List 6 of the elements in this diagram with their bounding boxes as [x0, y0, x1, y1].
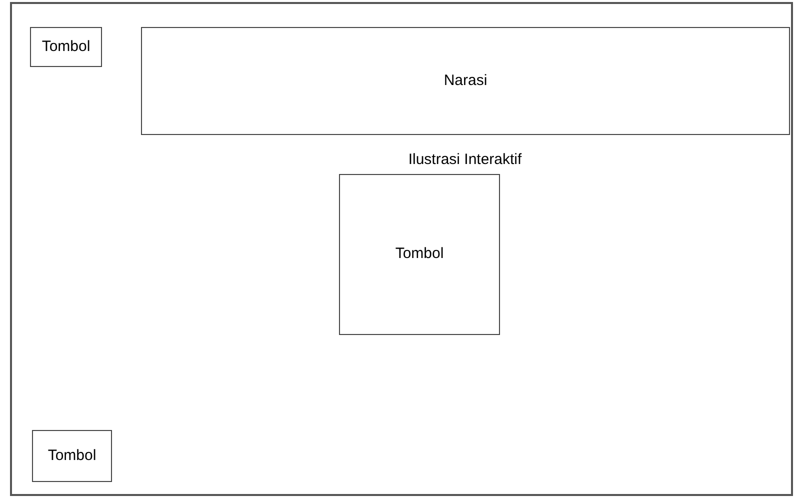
wireframe-box: Narasi	[141, 27, 790, 135]
wireframe-box: Tombol	[339, 174, 500, 335]
caption-text: Ilustrasi Interaktif	[407, 150, 523, 170]
wireframe-box: Tombol	[30, 27, 102, 67]
wireframe-box: Tombol	[32, 430, 112, 482]
frame-box	[10, 2, 793, 496]
